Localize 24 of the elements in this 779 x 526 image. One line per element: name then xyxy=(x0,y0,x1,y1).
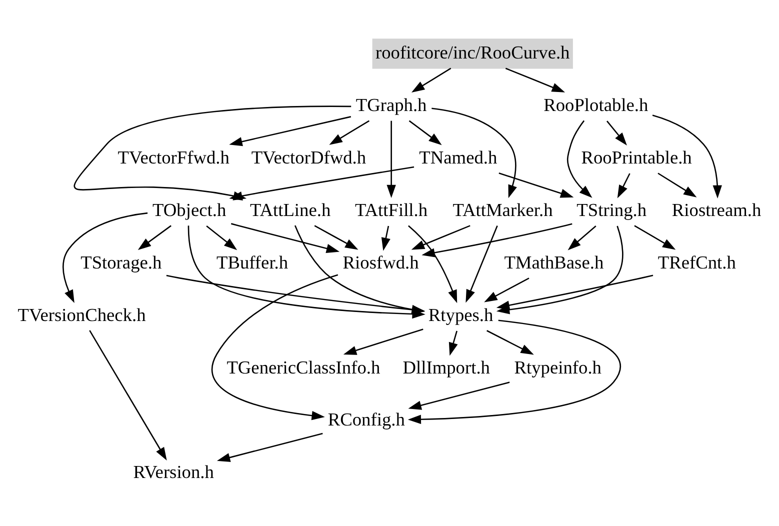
node-text: Rtypeinfo.h xyxy=(514,356,601,377)
node-text: TNamed.h xyxy=(418,146,497,167)
node-text: Rtypes.h xyxy=(428,304,493,324)
node-text: TGenericClassInfo.h xyxy=(226,356,380,377)
node-text: TString.h xyxy=(576,199,646,220)
node-text: RooPrintable.h xyxy=(580,146,692,167)
node-text: TAttLine.h xyxy=(250,199,330,220)
node-text: TAttMarker.h xyxy=(452,199,552,220)
node-text: TBuffer.h xyxy=(216,252,288,272)
node-text: TStorage.h xyxy=(80,252,162,272)
node-text: RooPlotable.h xyxy=(543,94,648,114)
node-text: RConfig.h xyxy=(327,409,404,430)
node-text: DllImport.h xyxy=(402,356,490,377)
node-text: Riosfwd.h xyxy=(342,252,418,272)
node-text: TVersionCheck.h xyxy=(17,304,146,324)
node-text: TObject.h xyxy=(152,199,226,220)
node-text: TGraph.h xyxy=(355,94,426,114)
node-text: TMathBase.h xyxy=(504,252,604,272)
node-text: Riostream.h xyxy=(671,199,761,220)
node-text: RVersion.h xyxy=(132,462,214,482)
node-text: TVectorFfwd.h xyxy=(117,146,229,167)
node-text: TAttFill.h xyxy=(354,199,428,220)
node-text: TRefCnt.h xyxy=(657,252,736,272)
node-text: TVectorDfwd.h xyxy=(250,146,366,167)
